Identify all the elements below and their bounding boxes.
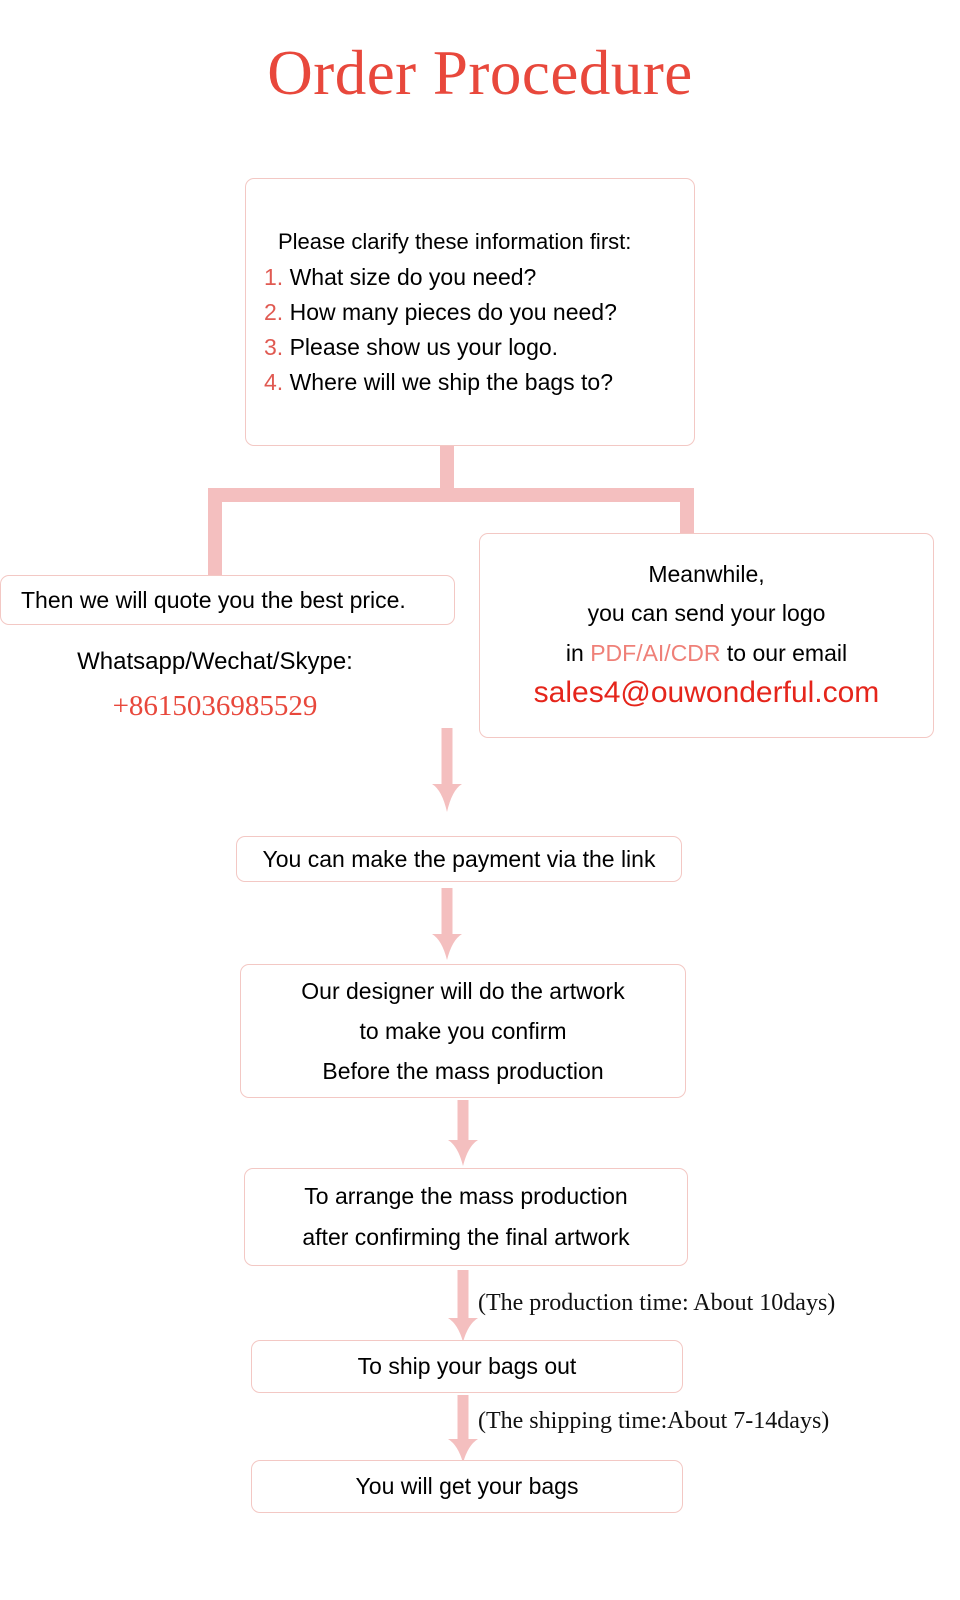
- clarify-item-1-text: What size do you need?: [289, 263, 537, 290]
- artwork-line-3: Before the mass production: [322, 1057, 604, 1084]
- clarify-item-4-number: 4.: [264, 368, 284, 395]
- step-box-production: To arrange the mass production after con…: [244, 1168, 688, 1266]
- arrow-to-payment: [431, 728, 463, 812]
- connector-horizontal-branch: [208, 488, 694, 502]
- meanwhile-line-2: you can send your logo: [587, 600, 826, 626]
- clarify-item-1: 1. What size do you need?: [264, 263, 678, 301]
- meanwhile-file-formats: PDF/AI/CDR: [590, 640, 721, 666]
- arrow-to-ship-out: [447, 1270, 479, 1342]
- clarify-item-2-text: How many pieces do you need?: [289, 298, 617, 325]
- clarify-item-4: 4. Where will we ship the bags to?: [264, 368, 678, 395]
- step-box-artwork: Our designer will do the artwork to make…: [240, 964, 686, 1098]
- quote-text: Then we will quote you the best price.: [21, 586, 406, 613]
- contact-phone: +8615036985529: [112, 690, 318, 722]
- note-production-time: (The production time: About 10days): [478, 1290, 836, 1316]
- step-box-receive: You will get your bags: [251, 1460, 683, 1513]
- artwork-line-2: to make you confirm: [359, 1017, 567, 1044]
- step-box-clarify: Please clarify these information first: …: [245, 178, 695, 446]
- clarify-item-3-text: Please show us your logo.: [289, 333, 559, 360]
- arrow-to-artwork: [431, 888, 463, 960]
- connector-stem-from-clarify: [440, 446, 454, 488]
- clarify-item-2: 2. How many pieces do you need?: [264, 298, 678, 336]
- clarify-heading: Please clarify these information first:: [278, 228, 632, 254]
- arrow-to-production: [447, 1100, 479, 1166]
- connector-left-branch-leg: [208, 488, 222, 576]
- clarify-item-3-number: 3.: [264, 333, 284, 360]
- clarify-item-3: 3. Please show us your logo.: [264, 333, 678, 371]
- arrow-to-receive: [447, 1395, 479, 1463]
- step-box-ship-out: To ship your bags out: [251, 1340, 683, 1393]
- payment-text: You can make the payment via the link: [262, 845, 656, 872]
- clarify-item-2-number: 2.: [264, 298, 284, 325]
- meanwhile-format-prefix: in: [565, 640, 591, 666]
- meanwhile-line-1: Meanwhile,: [648, 561, 765, 587]
- contact-channels-label: Whatsapp/Wechat/Skype:: [77, 648, 353, 675]
- receive-text: You will get your bags: [355, 1473, 579, 1499]
- clarify-item-4-text: Where will we ship the bags to?: [289, 368, 614, 395]
- connector-right-branch-leg: [680, 488, 694, 534]
- production-line-2: after confirming the final artwork: [302, 1224, 630, 1250]
- artwork-line-1: Our designer will do the artwork: [301, 977, 625, 1004]
- ship-out-text: To ship your bags out: [357, 1353, 577, 1379]
- meanwhile-line-3: in PDF/AI/CDR to our email: [492, 642, 921, 678]
- step-box-meanwhile: Meanwhile, you can send your logo in PDF…: [479, 533, 934, 738]
- step-box-payment: You can make the payment via the link: [236, 836, 682, 882]
- page-title: Order Procedure: [267, 38, 693, 108]
- contact-email[interactable]: sales4@ouwonderful.com: [533, 676, 880, 709]
- production-line-1: To arrange the mass production: [304, 1183, 628, 1209]
- meanwhile-format-suffix: to our email: [720, 640, 848, 666]
- note-shipping-time: (The shipping time:About 7-14days): [478, 1408, 830, 1434]
- clarify-item-1-number: 1.: [264, 263, 284, 290]
- step-box-quote: Then we will quote you the best price.: [0, 575, 455, 625]
